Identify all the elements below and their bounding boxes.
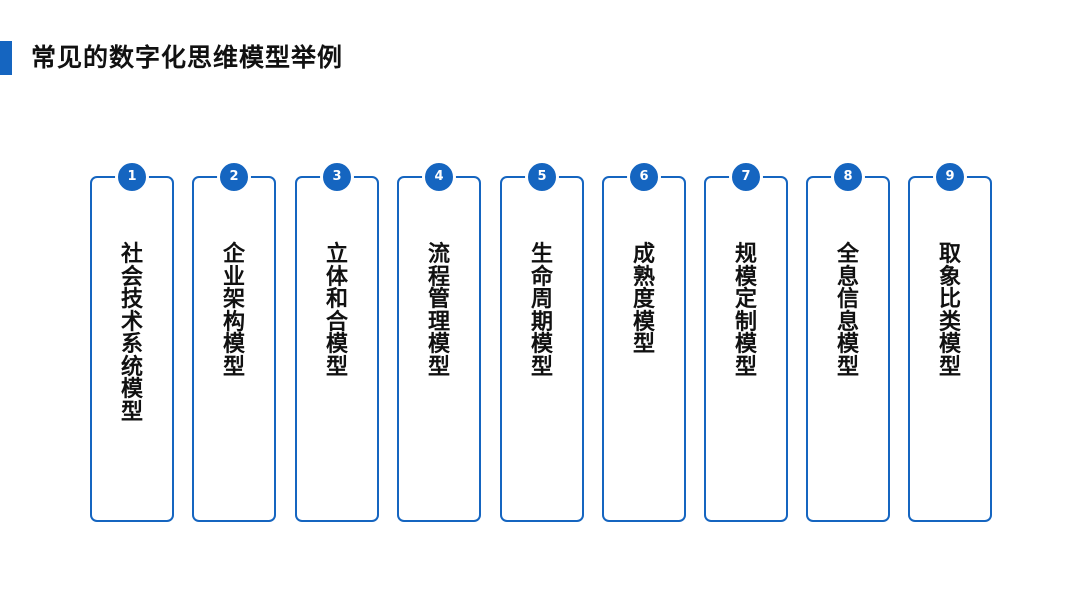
model-label: 社会技术系统模型 bbox=[120, 242, 143, 425]
slide-title: 常见的数字化思维模型举例 bbox=[31, 43, 344, 72]
model-card-4: 4 流程管理模型 bbox=[397, 160, 481, 522]
model-number-badge: 1 bbox=[115, 160, 149, 194]
model-card-1: 1 社会技术系统模型 bbox=[90, 160, 174, 522]
model-number-badge: 6 bbox=[627, 160, 661, 194]
model-label: 全息信息模型 bbox=[836, 242, 859, 380]
model-card-7: 7 规模定制模型 bbox=[704, 160, 788, 522]
model-card-5: 5 生命周期模型 bbox=[500, 160, 584, 522]
model-card-6: 6 成熟度模型 bbox=[602, 160, 686, 522]
model-number-badge: 8 bbox=[831, 160, 865, 194]
model-number-badge: 5 bbox=[525, 160, 559, 194]
title-accent-bar bbox=[0, 41, 12, 75]
model-label: 流程管理模型 bbox=[427, 242, 450, 380]
model-label: 生命周期模型 bbox=[530, 242, 553, 380]
model-card-9: 9 取象比类模型 bbox=[908, 160, 992, 522]
model-number-badge: 3 bbox=[320, 160, 354, 194]
model-card-8: 8 全息信息模型 bbox=[806, 160, 890, 522]
model-label: 企业架构模型 bbox=[222, 242, 245, 380]
model-number-badge: 9 bbox=[933, 160, 967, 194]
model-number-badge: 4 bbox=[422, 160, 456, 194]
model-label: 立体和合模型 bbox=[325, 242, 348, 380]
model-card-3: 3 立体和合模型 bbox=[295, 160, 379, 522]
model-number-badge: 7 bbox=[729, 160, 763, 194]
model-label: 成熟度模型 bbox=[632, 242, 655, 357]
model-card-2: 2 企业架构模型 bbox=[192, 160, 276, 522]
model-number-badge: 2 bbox=[217, 160, 251, 194]
model-label: 取象比类模型 bbox=[938, 242, 961, 380]
model-label: 规模定制模型 bbox=[734, 242, 757, 380]
